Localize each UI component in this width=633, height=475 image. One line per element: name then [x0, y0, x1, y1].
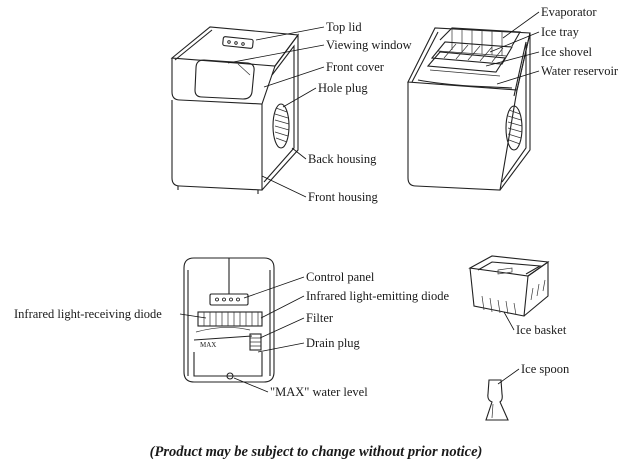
label-back-housing: Back housing: [308, 152, 377, 166]
leader-lines: [179, 11, 540, 393]
ice-maker-closed-drawing: [170, 26, 300, 194]
label-ice-basket: Ice basket: [516, 323, 567, 337]
label-front-cover: Front cover: [326, 60, 385, 74]
label-control-panel: Control panel: [306, 270, 375, 284]
label-evaporator: Evaporator: [541, 5, 597, 19]
label-ice-shovel: Ice shovel: [541, 45, 593, 59]
label-max-water-level: "MAX" water level: [270, 385, 368, 399]
notice-text: (Product may be subject to change withou…: [150, 444, 483, 460]
label-filter: Filter: [306, 311, 334, 325]
label-viewing-window: Viewing window: [326, 38, 412, 52]
max-mark: MAX: [200, 341, 216, 349]
ice-maker-front-internal-drawing: [183, 257, 275, 383]
label-hole-plug: Hole plug: [318, 81, 368, 95]
label-water-reservoir: Water reservoir: [541, 64, 619, 78]
label-top-lid: Top lid: [326, 20, 362, 34]
label-ice-spoon: Ice spoon: [521, 362, 570, 376]
label-front-housing: Front housing: [308, 190, 379, 204]
label-infrared-receiving-diode: Infrared light-receiving diode: [14, 307, 162, 321]
ice-basket-drawing: [468, 255, 550, 317]
label-infrared-emitting-diode: Infrared light-emitting diode: [306, 289, 449, 303]
label-ice-tray: Ice tray: [541, 25, 580, 39]
ice-spoon-drawing: [485, 379, 509, 421]
ice-maker-open-drawing: [407, 27, 531, 191]
label-drain-plug: Drain plug: [306, 336, 361, 350]
